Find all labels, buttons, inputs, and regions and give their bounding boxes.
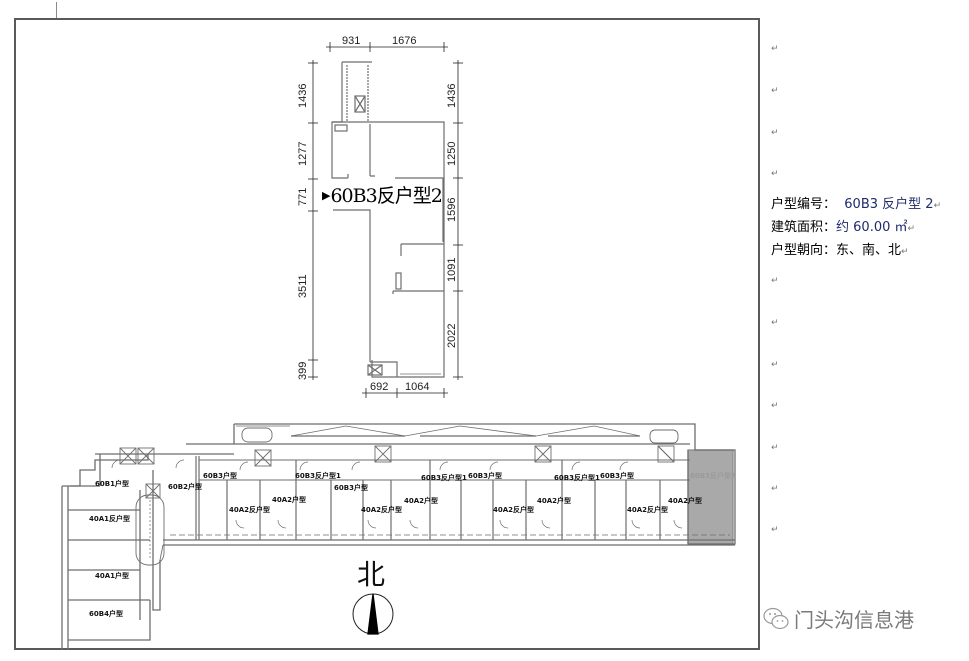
wechat-icon xyxy=(763,607,789,629)
unit-label: 40A2反户型 xyxy=(361,505,402,514)
paragraph-mark: ↵ xyxy=(771,360,779,370)
unit-label: 60B4户型 xyxy=(89,609,123,618)
dim-left-1: 1436 xyxy=(297,84,309,108)
paragraph-mark: ↵ xyxy=(771,525,779,535)
unit-label: 60B3户型 xyxy=(600,471,634,480)
building-plan xyxy=(61,423,736,650)
watermark: 门头沟信息港 xyxy=(762,604,914,633)
paragraph-mark: ↵ xyxy=(771,169,779,179)
unit-labels: 60B1户型 60B2户型 60B3户型 60B3反户型1 60B3户型 40A… xyxy=(89,471,736,618)
unit-code-value: 60B3 反户型 2 xyxy=(844,197,934,212)
unit-label: 40A2户型 xyxy=(537,496,571,505)
title-marker-icon: ▶ xyxy=(322,189,331,202)
unit-label: 40A2户型 xyxy=(668,496,702,505)
north-label: 北 xyxy=(357,558,386,591)
unit-label: 60B1户型 xyxy=(95,479,129,488)
unit-orientation-value: 东、南、北 xyxy=(836,243,902,258)
unit-label: 40A2户型 xyxy=(272,495,306,504)
dim-left-4: 3511 xyxy=(297,274,309,298)
unit-label: 60B3户型 xyxy=(468,471,502,480)
dim-right-5: 2022 xyxy=(446,324,458,348)
unit-label: 60B3户型 xyxy=(203,471,237,480)
paragraph-mark: ↵ xyxy=(901,247,909,257)
unit-label: 60B3反户型1 xyxy=(295,471,341,480)
paragraph-mark: ↵ xyxy=(771,318,779,328)
paragraph-mark: ↵ xyxy=(771,484,779,494)
dim-top-1: 931 xyxy=(342,35,360,47)
dim-right-3: 1596 xyxy=(446,198,458,222)
unit-label: 40A1户型 xyxy=(95,571,129,580)
unit-label: 40A2反户型 xyxy=(229,505,270,514)
unit-code-line: 户型编号： 60B3 反户型 2↵ xyxy=(771,194,941,217)
paragraph-mark: ↵ xyxy=(771,44,779,54)
paragraph-mark: ↵ xyxy=(771,443,779,453)
watermark-text: 门头沟信息港 xyxy=(794,608,914,632)
dim-top-2: 1676 xyxy=(392,35,416,47)
dim-right-4: 1091 xyxy=(446,258,458,282)
unit-orientation-label: 户型朝向： xyxy=(771,243,837,258)
paragraph-mark: ↵ xyxy=(771,86,779,96)
unit-area-value: 约 60.00 ㎡ xyxy=(836,220,908,235)
paragraph-mark: ↵ xyxy=(933,201,942,211)
unit-label: 40A2反户型 xyxy=(627,505,668,514)
unit-area-label: 建筑面积： xyxy=(771,220,837,235)
paragraph-mark: ↵ xyxy=(771,276,779,286)
paragraph-mark: ↵ xyxy=(771,401,779,411)
unit-area-line: 建筑面积：约 60.00 ㎡↵ xyxy=(771,217,941,240)
dim-right-2: 1250 xyxy=(446,142,458,166)
dim-left-5: 399 xyxy=(297,362,309,380)
unit-orientation-line: 户型朝向：东、南、北↵ xyxy=(771,240,941,263)
unit-label: 60B3反户型1 xyxy=(421,473,467,482)
unit-label: 60B2户型 xyxy=(168,482,202,491)
paragraph-mark: ↵ xyxy=(771,128,779,138)
unit-label: 40A2户型 xyxy=(404,496,438,505)
dim-left-3: 771 xyxy=(297,188,309,206)
unit-label: 40A2反户型 xyxy=(493,505,534,514)
unit-label: 60B3户型 xyxy=(334,483,368,492)
highlighted-unit-label: 60B3反户型2 xyxy=(690,471,736,480)
unit-dimensions: 931 1676 1436 1277 771 3511 399 1436 125… xyxy=(297,35,458,393)
dim-bottom-1: 692 xyxy=(370,381,388,393)
dim-right-1: 1436 xyxy=(446,84,458,108)
paragraph-mark: ↵ xyxy=(907,224,916,234)
dim-left-2: 1277 xyxy=(297,142,309,166)
unit-label: 40A1反户型 xyxy=(89,514,130,523)
dim-bottom-2: 1064 xyxy=(405,381,429,393)
unit-plan-title-text: 60B3反户型2 xyxy=(330,185,442,207)
unit-plan-title: ▶60B3反户型2 xyxy=(322,181,443,208)
page-frame xyxy=(14,18,760,650)
unit-code-label: 户型编号： xyxy=(771,197,837,212)
unit-plan xyxy=(308,42,463,398)
page-corner-tick xyxy=(56,2,57,18)
unit-label: 60B3反户型1 xyxy=(554,473,600,482)
unit-info: 户型编号： 60B3 反户型 2↵ 建筑面积：约 60.00 ㎡↵ 户型朝向：东… xyxy=(771,194,941,263)
